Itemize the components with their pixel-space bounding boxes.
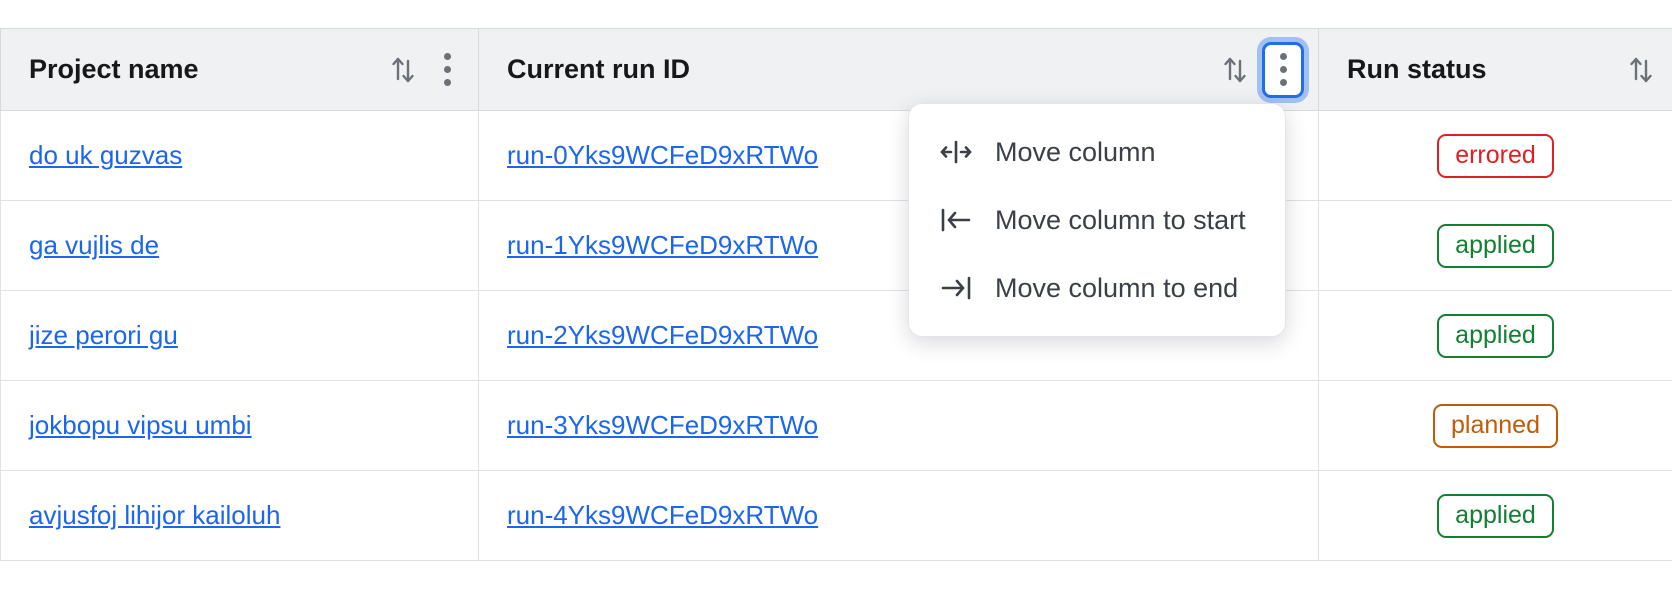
status-badge: errored (1437, 133, 1554, 178)
table-header-row: Project name (0, 28, 1672, 111)
table-head: Project name (0, 28, 1672, 111)
menu-item-move-column-to-start-label: Move column to start (995, 204, 1246, 235)
column-context-menu: Move column Move column to start Mov (908, 103, 1286, 337)
status-badge: planned (1433, 403, 1558, 448)
table-row: jokbopu vipsu umbi run-3Yks9WCFeD9xRTWo … (0, 380, 1672, 471)
project-name-link[interactable]: jize perori gu (29, 320, 178, 350)
column-menu-button-project-name[interactable] (430, 48, 464, 92)
run-id-link[interactable]: run-1Yks9WCFeD9xRTWo (507, 230, 819, 260)
cell-run-status: applied (1318, 200, 1672, 291)
cell-run-id: run-4Yks9WCFeD9xRTWo (478, 470, 1319, 561)
run-id-link[interactable]: run-3Yks9WCFeD9xRTWo (507, 410, 819, 440)
table-body: do uk guzvas run-0Yks9WCFeD9xRTWo errore… (0, 110, 1672, 561)
cell-run-status: applied (1318, 290, 1672, 381)
project-name-link[interactable]: do uk guzvas (29, 140, 183, 170)
table-row: jize perori gu run-2Yks9WCFeD9xRTWo appl… (0, 290, 1672, 381)
column-header-run-status-tools (1624, 50, 1658, 90)
sort-arrows-icon[interactable] (1218, 50, 1252, 90)
projects-table: Project name (0, 28, 1672, 561)
column-header-project-name-label: Project name (29, 54, 199, 84)
project-name-link[interactable]: avjusfoj lihijor kailoluh (29, 500, 281, 530)
status-badge: applied (1437, 223, 1554, 268)
column-header-project-name-tools (386, 48, 464, 92)
projects-table-container: Project name (0, 28, 1672, 561)
table-row: do uk guzvas run-0Yks9WCFeD9xRTWo errore… (0, 110, 1672, 201)
menu-item-move-column[interactable]: Move column (909, 118, 1285, 186)
menu-item-move-column-label: Move column (995, 136, 1156, 167)
column-header-current-run-id-tools (1218, 41, 1304, 98)
cell-run-status: errored (1318, 110, 1672, 201)
column-header-current-run-id[interactable]: Current run ID (478, 28, 1319, 111)
kebab-menu-icon (443, 53, 451, 86)
sort-arrows-icon[interactable] (386, 50, 420, 90)
column-header-current-run-id-label: Current run ID (507, 54, 691, 84)
move-column-to-end-icon (939, 271, 973, 305)
column-header-run-status-label: Run status (1347, 54, 1487, 84)
menu-item-move-column-to-end-label: Move column to end (995, 272, 1239, 303)
run-id-link[interactable]: run-2Yks9WCFeD9xRTWo (507, 320, 819, 350)
cell-project-name: jize perori gu (0, 290, 479, 381)
menu-item-move-column-to-start[interactable]: Move column to start (909, 186, 1285, 254)
run-id-link[interactable]: run-0Yks9WCFeD9xRTWo (507, 140, 819, 170)
column-header-project-name[interactable]: Project name (0, 28, 479, 111)
move-column-icon (939, 135, 973, 169)
status-badge: applied (1437, 313, 1554, 358)
column-menu-button-current-run-id[interactable] (1262, 41, 1304, 98)
kebab-menu-icon (1279, 53, 1287, 86)
menu-item-move-column-to-end[interactable]: Move column to end (909, 254, 1285, 322)
status-badge: applied (1437, 493, 1554, 538)
cell-run-status: planned (1318, 380, 1672, 471)
cell-run-id: run-3Yks9WCFeD9xRTWo (478, 380, 1319, 471)
column-header-run-status[interactable]: Run status (1318, 28, 1672, 111)
cell-project-name: avjusfoj lihijor kailoluh (0, 470, 479, 561)
sort-arrows-icon[interactable] (1624, 50, 1658, 90)
cell-project-name: jokbopu vipsu umbi (0, 380, 479, 471)
table-row: ga vujlis de run-1Yks9WCFeD9xRTWo applie… (0, 200, 1672, 291)
project-name-link[interactable]: ga vujlis de (29, 230, 160, 260)
cell-run-status: applied (1318, 470, 1672, 561)
run-id-link[interactable]: run-4Yks9WCFeD9xRTWo (507, 500, 819, 530)
move-column-to-start-icon (939, 203, 973, 237)
project-name-link[interactable]: jokbopu vipsu umbi (29, 410, 252, 440)
cell-project-name: ga vujlis de (0, 200, 479, 291)
cell-project-name: do uk guzvas (0, 110, 479, 201)
table-row: avjusfoj lihijor kailoluh run-4Yks9WCFeD… (0, 470, 1672, 561)
